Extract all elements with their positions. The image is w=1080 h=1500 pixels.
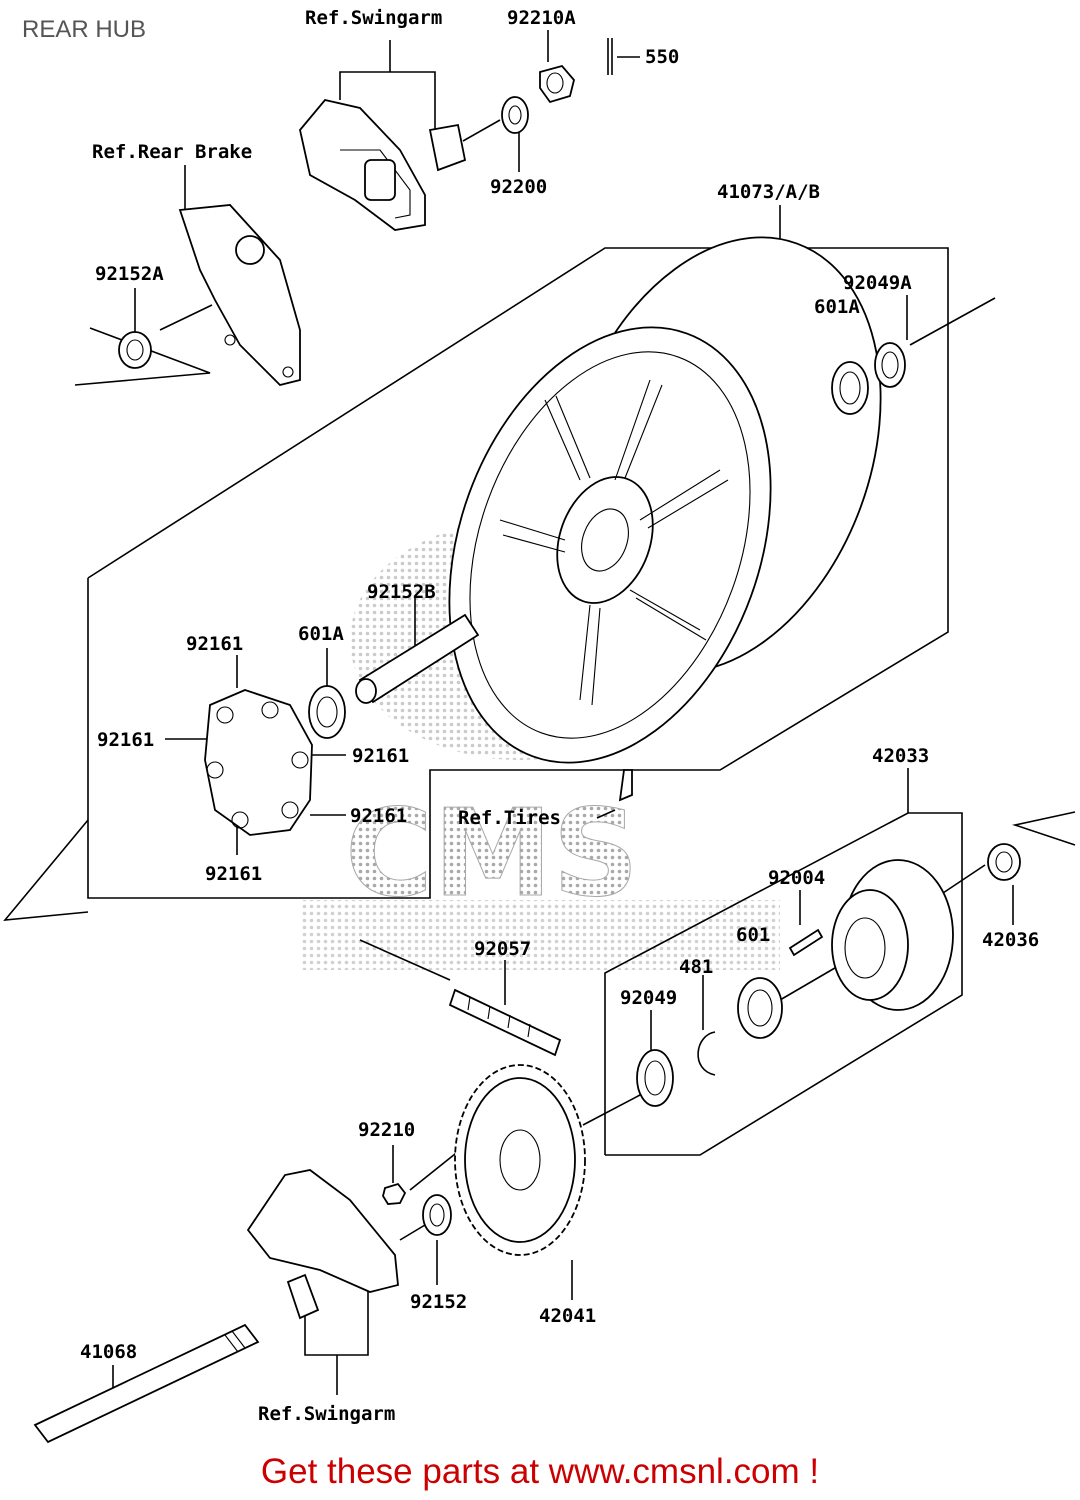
label-92152: 92152 — [410, 1291, 467, 1313]
label-ref-swingarm-top: Ref.Swingarm — [305, 7, 442, 29]
bearing-601a-top — [831, 361, 869, 415]
watermark-text: CMS — [345, 785, 639, 924]
seal-92049 — [636, 1049, 674, 1107]
label-92161-d: 92161 — [350, 805, 407, 827]
label-92057: 92057 — [474, 938, 531, 960]
label-92152b: 92152B — [367, 581, 436, 603]
bearing-601a-mid — [308, 685, 346, 739]
nut-92210a — [539, 64, 575, 104]
label-92161-e: 92161 — [205, 863, 262, 885]
label-41073: 41073/A/B — [717, 181, 820, 203]
chain-92057 — [448, 988, 562, 1057]
label-ref-tires: Ref.Tires — [458, 807, 561, 829]
footer-link-text[interactable]: Get these parts at www.cmsnl.com ! — [260, 1452, 820, 1491]
leader-lines — [112, 30, 1076, 1400]
label-92161-b: 92161 — [97, 729, 154, 751]
rear-brake-bracket — [178, 204, 301, 386]
label-92161-a: 92161 — [186, 633, 243, 655]
collar-92152b — [355, 613, 480, 704]
cotter-pin-550 — [607, 38, 613, 75]
label-41068: 41068 — [80, 1341, 137, 1363]
label-481: 481 — [679, 956, 713, 978]
label-92200: 92200 — [490, 176, 547, 198]
axle-41068 — [33, 1323, 260, 1444]
stud-92004 — [788, 928, 824, 957]
label-601: 601 — [736, 924, 770, 946]
exploded-frame-hub — [604, 812, 963, 1156]
label-42036: 42036 — [982, 929, 1039, 951]
label-92049: 92049 — [620, 987, 677, 1009]
label-42033: 42033 — [872, 745, 929, 767]
swingarm-piece-top — [299, 98, 467, 231]
label-601a-mid: 601A — [298, 623, 344, 645]
collar-92152 — [422, 1194, 452, 1236]
label-92049a: 92049A — [843, 272, 912, 294]
label-92004: 92004 — [768, 867, 825, 889]
label-ref-swingarm-bottom: Ref.Swingarm — [258, 1403, 395, 1425]
label-92161-c: 92161 — [352, 745, 409, 767]
sprocket-42041 — [454, 1064, 586, 1256]
part-labels: Ref.Swingarm 92210A 550 Ref.Rear Brake 9… — [80, 7, 1039, 1425]
swingarm-piece-bottom — [246, 1169, 399, 1320]
hub-flange-42033 — [831, 859, 954, 1011]
nut-92210 — [382, 1182, 407, 1205]
rear-wheel — [448, 236, 882, 764]
label-601a-top: 601A — [814, 296, 860, 318]
bearing-601 — [737, 977, 783, 1039]
label-92152a: 92152A — [95, 263, 164, 285]
label-ref-rear-brake: Ref.Rear Brake — [92, 141, 252, 163]
page-title: REAR HUB — [22, 16, 147, 43]
label-92210a: 92210A — [507, 7, 576, 29]
tire-valve — [618, 769, 633, 802]
circlip-481 — [697, 1031, 716, 1076]
label-42041: 42041 — [539, 1305, 596, 1327]
damper-rubbers-92161 — [204, 689, 313, 836]
label-550: 550 — [645, 46, 679, 68]
collar-42036 — [987, 843, 1021, 881]
seal-92049a — [874, 342, 906, 388]
label-92210: 92210 — [358, 1119, 415, 1141]
collar-92152a — [118, 331, 152, 369]
washer-92200 — [501, 96, 529, 134]
